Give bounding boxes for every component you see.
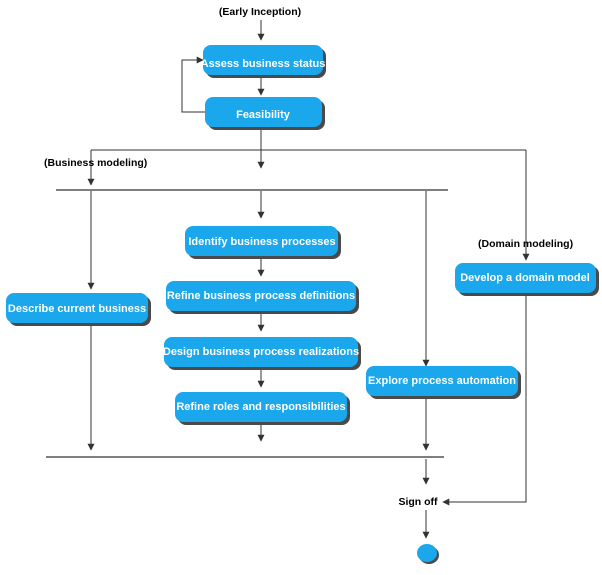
node-describe-current-business[interactable]: Describe current business: [6, 293, 151, 326]
svg-text:Feasibility: Feasibility: [236, 109, 291, 121]
svg-text:Identify business processes: Identify business processes: [188, 236, 335, 248]
label-domain-modeling: (Domain modeling): [478, 238, 573, 250]
svg-text:Refine roles and responsibilit: Refine roles and responsibilities: [176, 401, 345, 413]
node-explore-process-automation[interactable]: Explore process automation: [366, 366, 521, 399]
svg-text:Refine business process defini: Refine business process definitions: [167, 290, 355, 302]
node-design-business-process-realizations[interactable]: Design business process realizations: [163, 337, 361, 370]
svg-text:Develop a domain model: Develop a domain model: [460, 272, 590, 284]
label-business-modeling: (Business modeling): [44, 157, 147, 169]
node-develop-domain-model[interactable]: Develop a domain model: [455, 263, 599, 296]
end-node[interactable]: [417, 544, 439, 564]
edges: [87, 20, 530, 539]
node-refine-business-process-definitions[interactable]: Refine business process definitions: [166, 281, 359, 314]
label-sign-off: Sign off: [398, 496, 438, 508]
svg-text:Assess business status: Assess business status: [201, 58, 326, 70]
svg-text:Explore process automation: Explore process automation: [368, 375, 516, 387]
svg-text:Design business process realiz: Design business process realizations: [163, 346, 359, 358]
svg-text:Describe current business: Describe current business: [8, 303, 146, 315]
label-early-inception: (Early Inception): [219, 6, 301, 18]
node-identify-business-processes[interactable]: Identify business processes: [185, 226, 341, 259]
node-assess-business-status[interactable]: Assess business status: [201, 45, 326, 78]
node-feasibility[interactable]: Feasibility: [205, 97, 325, 130]
node-refine-roles-and-responsibilities[interactable]: Refine roles and responsibilities: [175, 392, 350, 425]
